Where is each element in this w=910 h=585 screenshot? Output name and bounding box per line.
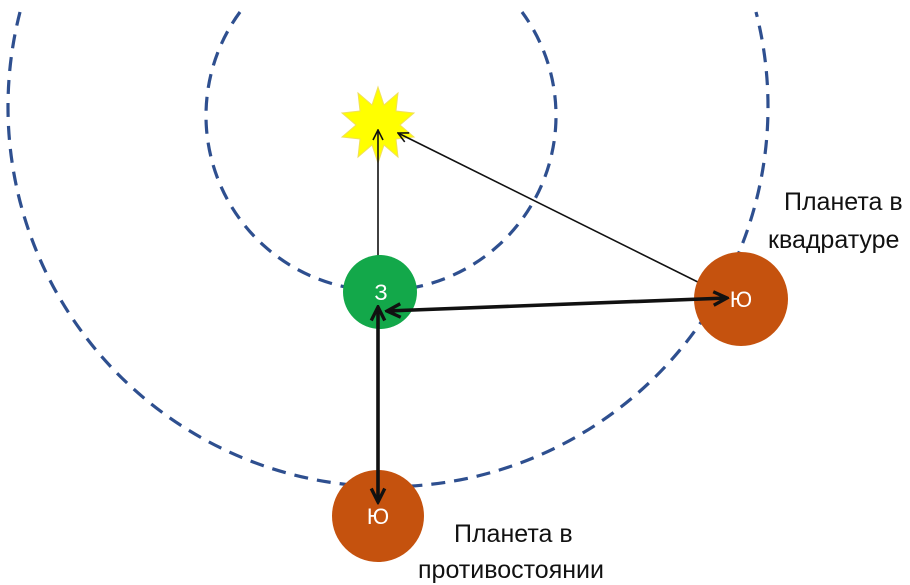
quadrature-caption-line2: квадратуре bbox=[768, 226, 899, 254]
sun-icon bbox=[340, 85, 416, 165]
earth-label: З bbox=[374, 280, 387, 305]
jupiter-orbit bbox=[6, 11, 770, 489]
sun-jupiter-arrow bbox=[398, 133, 728, 297]
opposition-caption-line2: противостоянии bbox=[418, 556, 604, 584]
earth-jupiter-quadrature-arrow bbox=[387, 298, 727, 311]
jupiter-opposition-label: Ю bbox=[367, 504, 389, 529]
opposition-caption-line1: Планета в bbox=[454, 520, 573, 548]
earth-orbit bbox=[204, 11, 558, 293]
jupiter-opposition-planet bbox=[332, 470, 424, 562]
jupiter-quadrature-label: Ю bbox=[730, 287, 752, 312]
quadrature-caption-line1: Планета в bbox=[784, 188, 903, 216]
jupiter-quadrature-planet bbox=[694, 252, 788, 346]
